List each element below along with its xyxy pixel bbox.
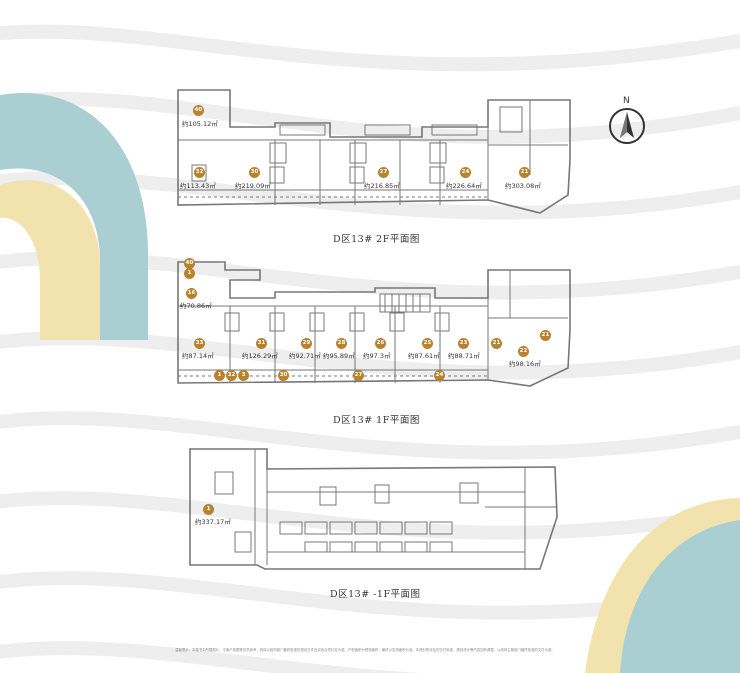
floor-plan-b1: 1 约337.17㎡ (185, 447, 565, 572)
unit-badge: 30 (278, 370, 289, 381)
right-corner-shape (585, 498, 740, 673)
unit-area: 约113.43㎡ (180, 182, 216, 190)
unit-badge: 40 (193, 105, 204, 116)
caption-floor2: D区13# 2F平面图 (333, 234, 420, 245)
unit-area: 约303.08㎡ (505, 182, 541, 190)
unit-badge: 28 (336, 338, 347, 349)
floor-plan-b1-drawing (189, 448, 558, 570)
unit-badge: 27 (353, 370, 364, 381)
unit-badge: 1 (203, 504, 214, 515)
unit-badge: 1 (184, 268, 195, 279)
unit-badge: 23 (458, 338, 469, 349)
unit-badge: 27 (378, 167, 389, 178)
disclaimer-footnote: 温馨提示：本楼书中所载图片、平面户型图等仅供参考，具体以政府部门最终批准的规划文… (175, 648, 555, 652)
unit-badge: 21 (519, 167, 530, 178)
unit-badge: 32 (194, 167, 205, 178)
unit-area: 约70.86㎡ (180, 302, 212, 310)
north-arrow-icon (609, 108, 645, 144)
unit-area: 约98.16㎡ (509, 360, 541, 368)
caption-floor1: D区13# 1F平面图 (333, 415, 420, 426)
unit-badge: 32 (226, 370, 237, 381)
unit-area: 约97.3㎡ (363, 352, 391, 360)
unit-area: 约219.09㎡ (235, 182, 271, 190)
unit-badge: 3 (238, 370, 249, 381)
unit-badge: 16 (186, 288, 197, 299)
floor-plan-2f: 40 约105.12㎡ 32 约113.43㎡ 30 约219.09㎡ 27 约… (170, 85, 580, 215)
unit-badge: 31 (256, 338, 267, 349)
unit-badge: 33 (194, 338, 205, 349)
unit-area: 约216.85㎡ (364, 182, 400, 190)
unit-badge: 24 (434, 370, 445, 381)
unit-area: 约226.64㎡ (446, 182, 482, 190)
unit-badge: 40 (184, 258, 195, 269)
unit-badge: 29 (301, 338, 312, 349)
unit-area: 约87.61㎡ (408, 352, 440, 360)
unit-area: 约126.29㎡ (242, 352, 278, 360)
compass-label: N (623, 96, 630, 106)
unit-area: 约337.17㎡ (195, 518, 231, 526)
unit-area: 约87.14㎡ (182, 352, 214, 360)
unit-badge: 25 (422, 338, 433, 349)
unit-badge: 26 (375, 338, 386, 349)
unit-badge: 21 (491, 338, 502, 349)
unit-area: 约92.71㎡ (289, 352, 321, 360)
left-arch (0, 92, 149, 340)
floor-plan-1f: 40 1 16 约70.86㎡ 33 约87.14㎡ 31 约126.29㎡ 2… (170, 258, 580, 398)
unit-area: 约88.71㎡ (448, 352, 480, 360)
caption-floorB1: D区13# -1F平面图 (330, 589, 421, 600)
unit-badge: 1 (214, 370, 225, 381)
unit-badge: 30 (249, 167, 260, 178)
unit-badge: 22 (518, 346, 529, 357)
unit-badge: 24 (460, 167, 471, 178)
unit-area: 约105.12㎡ (182, 120, 218, 128)
unit-area: 约95.89㎡ (323, 352, 355, 360)
unit-badge: 21 (540, 330, 551, 341)
floor-plan-2f-drawing (177, 89, 571, 214)
